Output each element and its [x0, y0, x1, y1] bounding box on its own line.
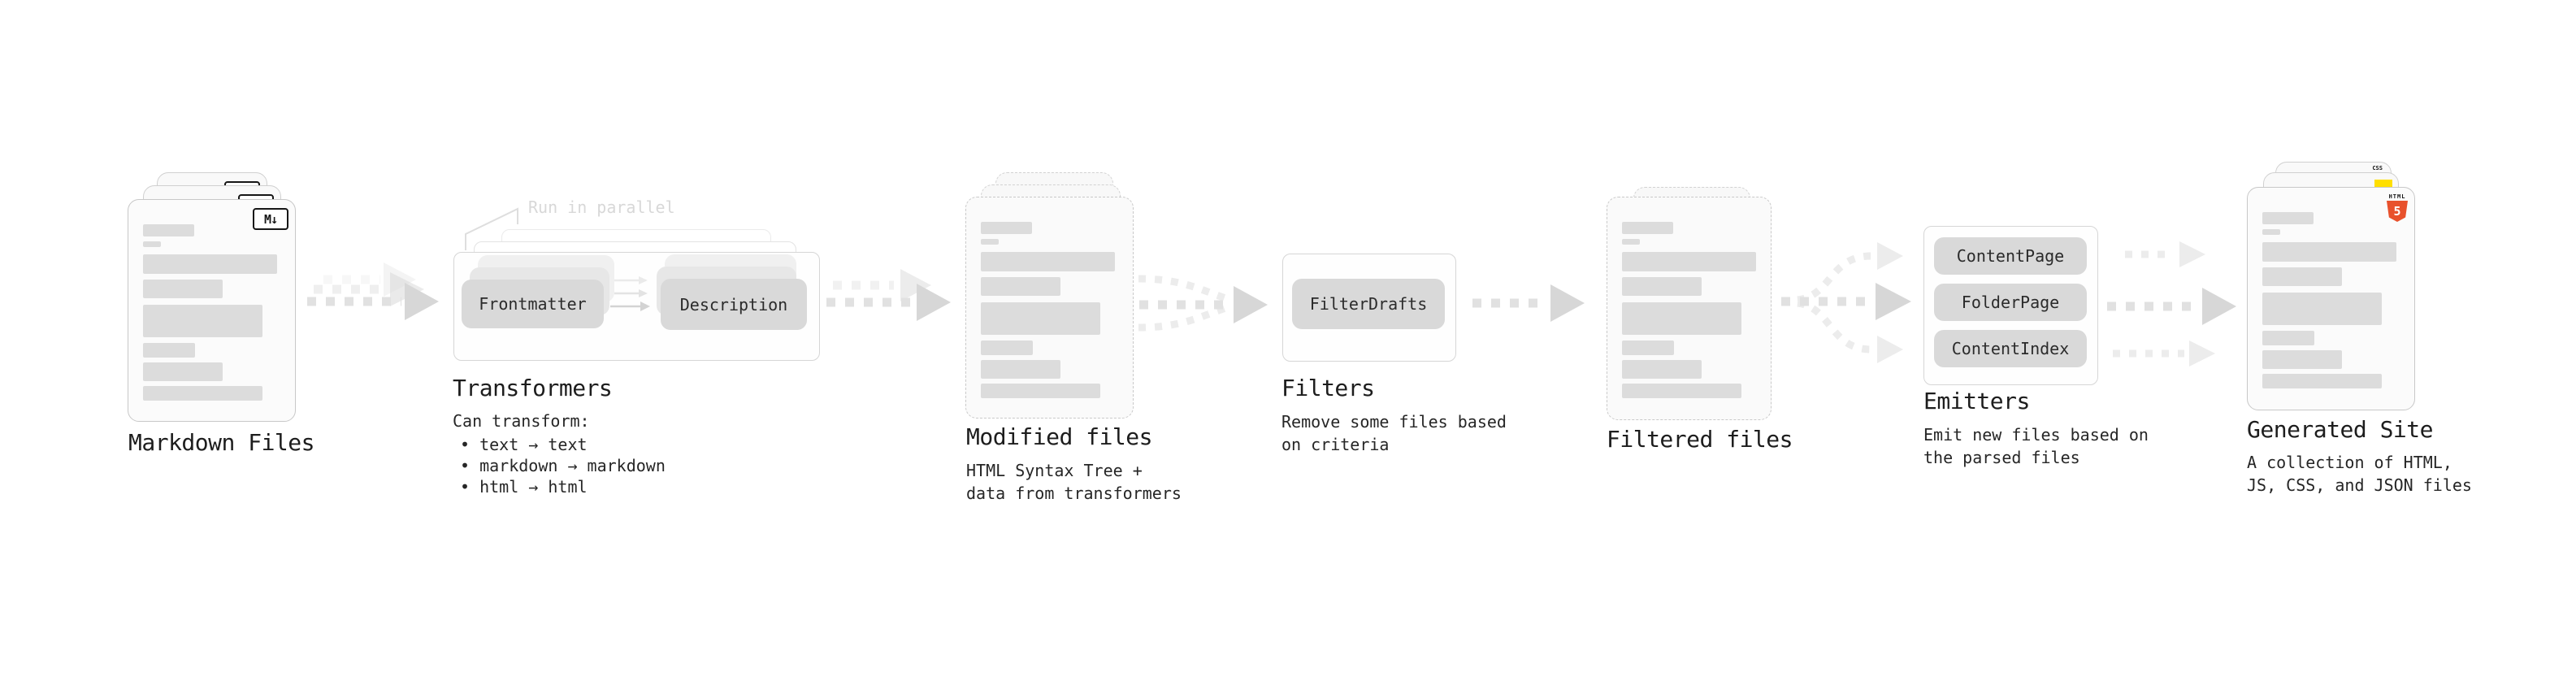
doc-line — [981, 302, 1100, 335]
generated-site-title: Generated Site — [2247, 416, 2434, 443]
doc-line — [1622, 277, 1702, 296]
doc-line — [143, 343, 195, 358]
flow-arrow-transformers-to-modified — [826, 269, 951, 321]
doc-line — [2262, 331, 2314, 345]
description-pill: Description — [661, 279, 807, 330]
doc-line — [143, 280, 223, 298]
doc-line — [1622, 222, 1673, 234]
doc-line — [2262, 350, 2342, 369]
doc-line — [1622, 239, 1640, 245]
doc-line — [2262, 293, 2382, 325]
doc-line — [981, 384, 1100, 398]
doc-line — [1622, 340, 1674, 355]
doc-line — [2262, 267, 2342, 286]
html5-icon-shield: 5 — [2387, 201, 2408, 222]
doc-line — [143, 241, 161, 247]
transformers-title: Transformers — [453, 375, 613, 401]
doc-line — [1622, 384, 1741, 398]
doc-line — [981, 252, 1115, 271]
filters-title: Filters — [1281, 375, 1375, 401]
doc-line — [1622, 302, 1741, 335]
html-file-card: HTML 5 — [2247, 187, 2415, 410]
flow-arrow-emitters-to-generated — [2107, 241, 2236, 367]
doc-line — [2262, 212, 2314, 224]
doc-line — [143, 362, 223, 381]
flow-arrow-modified-to-filters — [1138, 275, 1268, 332]
markdown-file-card: M↓ — [128, 199, 296, 422]
doc-line — [981, 340, 1033, 355]
modified-file-card — [965, 197, 1134, 419]
transform-bullet: text → text — [460, 434, 666, 455]
contentpage-pill: ContentPage — [1934, 237, 2087, 275]
doc-line — [1622, 252, 1756, 271]
doc-line — [2262, 229, 2280, 235]
doc-line — [981, 360, 1060, 379]
generated-site-description: A collection of HTML, JS, CSS, and JSON … — [2247, 453, 2472, 495]
frontmatter-pill: Frontmatter — [462, 280, 604, 328]
folderpage-pill: FolderPage — [1934, 284, 2087, 321]
transformers-description: Can transform: — [453, 411, 590, 431]
filtered-files-title: Filtered files — [1607, 426, 1793, 453]
filterdrafts-pill: FilterDrafts — [1292, 279, 1445, 329]
doc-line — [2262, 242, 2396, 262]
doc-line — [981, 277, 1060, 296]
transformers-bullet-list: text → text markdown → markdown html → h… — [460, 434, 666, 497]
doc-line — [143, 224, 194, 236]
doc-line — [1622, 360, 1702, 379]
doc-line — [143, 386, 262, 401]
html5-icon-word: HTML — [2388, 193, 2406, 200]
html5-icon: HTML 5 — [2387, 193, 2408, 222]
transform-bullet: html → html — [460, 476, 666, 497]
contentindex-pill: ContentIndex — [1934, 330, 2087, 367]
run-in-parallel-label: Run in parallel — [528, 197, 675, 217]
emitters-description: Emit new files based on the parsed files — [1923, 425, 2149, 467]
flow-arrow-markdown-to-transformers — [307, 262, 439, 320]
markdown-icon: M↓ — [253, 208, 288, 230]
modified-files-description: HTML Syntax Tree + data from transformer… — [966, 461, 1182, 503]
doc-line — [981, 222, 1032, 234]
transform-bullet: markdown → markdown — [460, 455, 666, 476]
markdown-files-title: Markdown Files — [128, 429, 315, 456]
doc-line — [2262, 374, 2382, 388]
flow-arrow-filters-to-filtered — [1472, 284, 1585, 322]
doc-line — [143, 305, 262, 337]
emitters-title: Emitters — [1923, 388, 2030, 414]
filtered-file-card — [1607, 197, 1772, 420]
doc-line — [143, 254, 277, 274]
doc-line — [981, 239, 999, 245]
flow-arrow-filtered-to-emitters — [1781, 242, 1911, 363]
modified-files-title: Modified files — [966, 423, 1153, 450]
filters-description: Remove some files based on criteria — [1281, 412, 1507, 454]
